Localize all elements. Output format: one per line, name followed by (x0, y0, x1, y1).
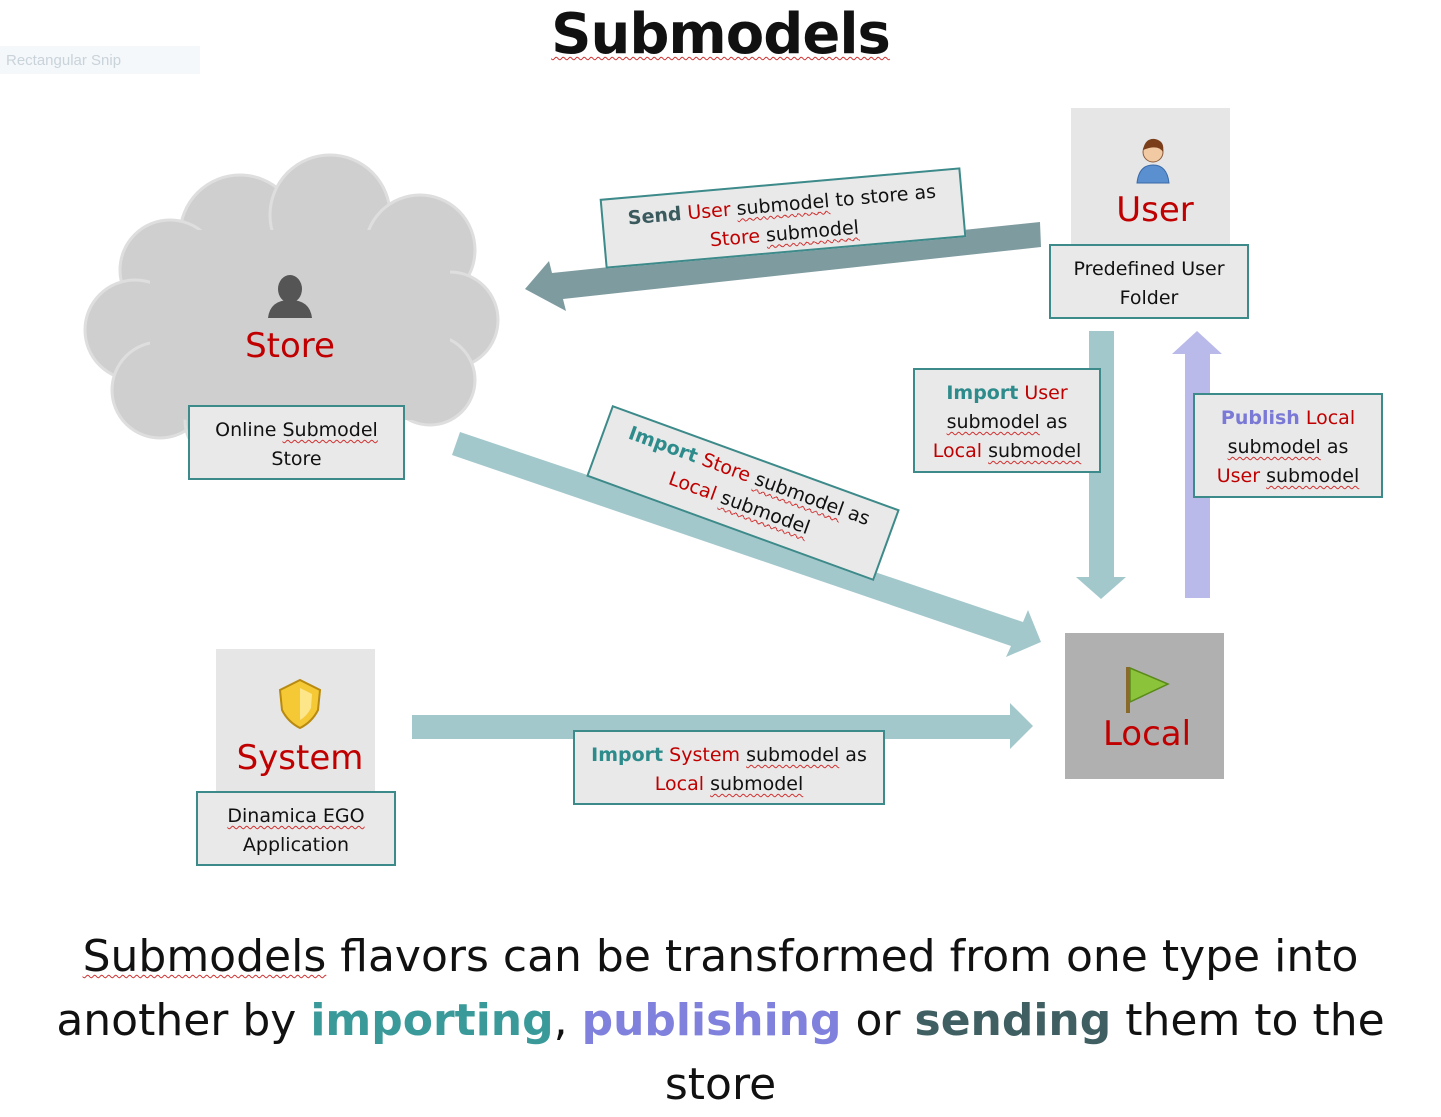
caption: Submodels flavors can be transformed fro… (0, 925, 1441, 1117)
edge-word: Local (1305, 407, 1356, 429)
caption-text: , (553, 995, 582, 1046)
edge-word: submodel (735, 189, 831, 220)
edge-word: User (1216, 465, 1261, 487)
edge-word: Local (654, 773, 705, 795)
edge-word: as (1045, 411, 1068, 433)
edge-word: submodel (946, 411, 1040, 433)
store-desc-line: Store (271, 448, 322, 470)
user-icon (1136, 138, 1170, 184)
user-desc-line: Predefined User (1073, 258, 1225, 280)
edge-word: submodel (746, 744, 840, 766)
system-desc-line: Dinamica EGO (227, 805, 365, 827)
edge-word: to store as (834, 180, 937, 212)
store-cloud (83, 153, 500, 467)
edge-verb: Publish (1220, 407, 1300, 429)
store-desc-word: Online (215, 419, 277, 441)
diagram-canvas (83, 108, 1230, 795)
edge-word: as (845, 744, 867, 766)
edge-word: Local (932, 440, 983, 462)
store-desc-word: Submodel (282, 419, 378, 441)
caption-text: flavors can be transformed from one type… (326, 931, 1359, 982)
send-arrow (525, 222, 1041, 311)
store-label: Store (245, 326, 335, 366)
edge-word: submodel (988, 440, 1082, 462)
import-user-label-box: Import User submodel as Local submodel (913, 368, 1101, 473)
caption-text: another by (56, 995, 311, 1046)
edge-verb: Send (626, 202, 683, 230)
publish-label-box: Publish Local submodel as User submodel (1193, 393, 1383, 498)
edge-word: as (844, 501, 873, 531)
snip-label: Rectangular Snip (0, 46, 200, 74)
store-description-box: Online Submodel Store (188, 405, 405, 480)
edge-verb: Import (591, 744, 664, 766)
edge-verb: Import (946, 382, 1019, 404)
edge-word: User (686, 198, 732, 225)
user-desc-line: Folder (1119, 287, 1179, 309)
user-description-box: Predefined User Folder (1049, 244, 1249, 319)
shield-icon (278, 678, 322, 730)
system-label: System (236, 738, 364, 778)
edge-word: Store (709, 225, 761, 252)
caption-publishing: publishing (581, 995, 842, 1046)
system-desc-line: Application (242, 834, 350, 856)
edge-word: User (1024, 382, 1068, 404)
system-description-box: Dinamica EGO Application (196, 791, 396, 866)
local-label: Local (1102, 714, 1192, 754)
caption-sending: sending (914, 995, 1112, 1046)
import-store-arrow (452, 432, 1041, 657)
edge-word: submodel (765, 216, 860, 247)
page-title: Submodels (551, 2, 891, 67)
local-node-box (1065, 633, 1224, 779)
caption-word: Submodels (82, 931, 327, 982)
edge-word: submodel (1266, 465, 1360, 487)
user-label: User (1116, 190, 1194, 230)
edge-word: submodel (1227, 436, 1321, 458)
import-system-label-box: Import System submodel as Local submodel (573, 730, 885, 805)
edge-word: System (669, 744, 741, 766)
caption-importing: importing (310, 995, 554, 1046)
person-silhouette-icon (268, 275, 312, 318)
edge-word: submodel (710, 773, 804, 795)
edge-word: as (1326, 436, 1349, 458)
caption-text: or (841, 995, 915, 1046)
import-user-arrow (1076, 331, 1126, 599)
flag-icon (1126, 666, 1170, 713)
